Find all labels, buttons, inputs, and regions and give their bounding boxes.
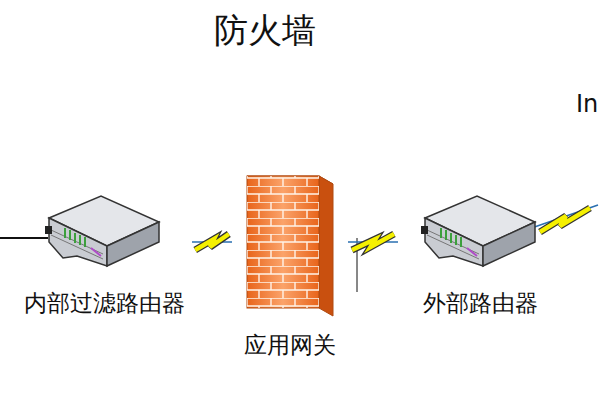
node-icon: [235, 170, 345, 324]
router-node: 外部路由器: [398, 186, 562, 319]
node-icon: [419, 186, 541, 282]
lightning-link: [192, 234, 232, 250]
node-label: 外部路由器: [423, 288, 538, 319]
node-icon: [43, 186, 165, 282]
cut-label: In: [576, 90, 598, 118]
node-label: 应用网关: [244, 330, 336, 361]
router-node: 内部过滤路由器: [16, 186, 192, 319]
title: 防火墙: [0, 8, 530, 54]
node-label: 内部过滤路由器: [24, 288, 185, 319]
lan-wire: [0, 237, 48, 239]
lightning-link: [348, 234, 398, 250]
firewall-node: 应用网关: [232, 170, 348, 361]
